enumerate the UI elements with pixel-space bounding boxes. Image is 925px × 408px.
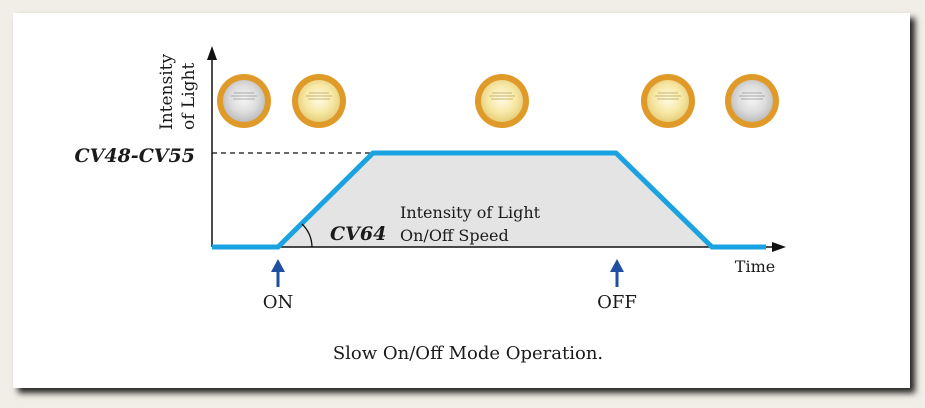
bulb-group	[217, 74, 779, 128]
y-axis-label-line2: of Light	[179, 63, 199, 130]
x-axis-arrowhead	[772, 242, 786, 252]
on-arrow-icon	[271, 259, 285, 272]
slope-label: CV64	[330, 223, 386, 245]
bulb-unlit-icon	[725, 74, 779, 128]
y-axis-arrowhead	[207, 46, 217, 60]
x-axis-label: Time	[735, 257, 775, 276]
bulb-lit-icon	[475, 74, 529, 128]
caption: Slow On/Off Mode Operation.	[333, 343, 603, 364]
slope-angle-arc	[301, 223, 313, 248]
on-label: ON	[263, 292, 294, 313]
bulb-unlit-icon	[217, 74, 271, 128]
off-label: OFF	[597, 292, 637, 313]
level-label: CV48-CV55	[75, 145, 196, 167]
bulb-lit-icon	[292, 74, 346, 128]
area-label-line1: Intensity of Light	[400, 203, 541, 222]
intensity-curve	[212, 150, 766, 250]
area-label-line2: On/Off Speed	[400, 226, 509, 245]
off-arrow-icon	[610, 259, 624, 272]
intensity-area	[278, 153, 712, 247]
bulb-lit-icon	[641, 74, 695, 128]
y-axis-label-line1: Intensity	[157, 54, 177, 130]
